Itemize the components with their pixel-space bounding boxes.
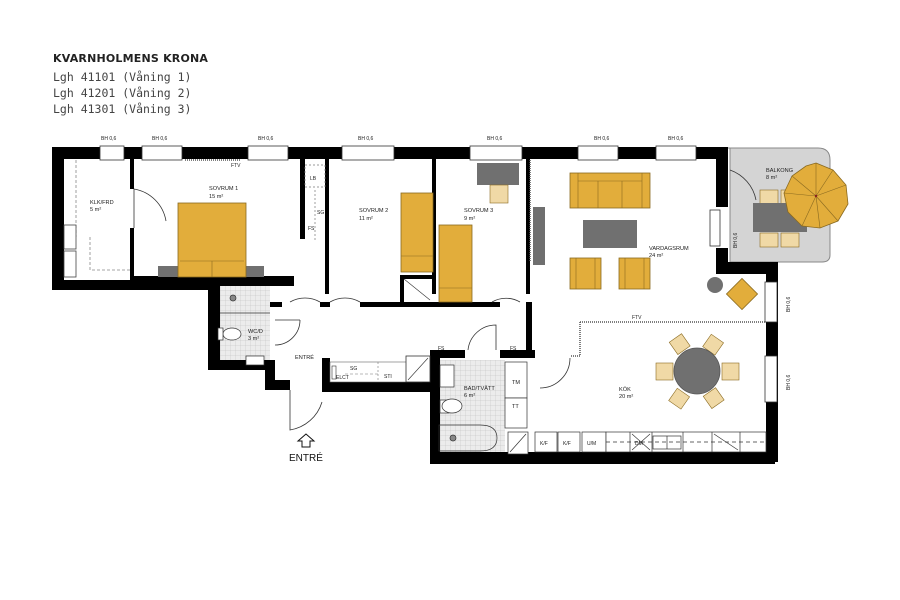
storage-cabinet xyxy=(403,278,431,301)
room-bad-area: 6 m² xyxy=(464,393,475,399)
fs-label-bath-left: FS xyxy=(438,346,445,352)
room-sovrum1-name: SOVRUM 1 xyxy=(209,186,238,192)
svg-text:BH 0,6: BH 0,6 xyxy=(487,136,503,142)
closet-outline xyxy=(75,160,130,271)
room-wcd-name: WC/D xyxy=(248,329,263,335)
svg-text:BH 0,6: BH 0,6 xyxy=(101,136,117,142)
kitchen-counter xyxy=(534,431,767,453)
sovrum2-closet xyxy=(304,164,326,242)
sg-label-sovrum2: SG xyxy=(317,210,324,216)
doors xyxy=(133,169,757,431)
armchair-right xyxy=(618,257,651,290)
room-sovrum2-name: SOVRUM 2 xyxy=(359,208,388,214)
coffee-table xyxy=(583,220,637,248)
svg-text:BH 0,6: BH 0,6 xyxy=(786,374,792,390)
unit-label-1: Lgh 41101 (Våning 1) xyxy=(53,70,192,84)
room-wcd-area: 3 m² xyxy=(248,336,259,342)
kf-label-2: K/F xyxy=(563,441,571,447)
svg-text:BH 0,6: BH 0,6 xyxy=(668,136,684,142)
unit-label-3: Lgh 41301 (Våning 3) xyxy=(53,102,192,116)
room-klkfrd-area: 5 m² xyxy=(90,207,101,213)
svg-text:BH 0,6: BH 0,6 xyxy=(733,232,739,248)
tv-panel xyxy=(533,207,545,265)
svg-text:BH 0,6: BH 0,6 xyxy=(152,136,168,142)
room-bad-name: BAD/TVÄTT xyxy=(464,385,495,392)
windows-top xyxy=(99,145,778,403)
lounge-chair xyxy=(725,277,759,311)
ftv-label-sovrum1: FTV xyxy=(231,163,241,169)
desk-chair xyxy=(489,184,509,204)
room-vardagsrum-name: VARDAGSRUM xyxy=(649,246,689,252)
svg-text:BH 0,6: BH 0,6 xyxy=(258,136,274,142)
room-sovrum2-area: 11 m² xyxy=(359,216,373,222)
parasol xyxy=(783,162,849,229)
unit-label-2: Lgh 41201 (Våning 2) xyxy=(53,86,192,100)
room-sovrum1-area: 15 m² xyxy=(209,194,223,200)
room-sovrum3-name: SOVRUM 3 xyxy=(464,208,493,214)
entrance-label: ENTRÉ xyxy=(289,451,323,464)
sofa xyxy=(569,172,651,209)
wcd-tile-floor xyxy=(218,284,270,368)
room-balkong-name: BALKONG xyxy=(766,168,793,174)
room-labels: KLK/FRD 5 m² SOVRUM 1 15 m² SOVRUM 2 11 … xyxy=(90,168,793,400)
dining-table xyxy=(673,347,721,395)
room-entre-name: ENTRÉ xyxy=(295,354,314,361)
dining-chairs xyxy=(655,333,740,410)
tt-label: TT xyxy=(512,404,519,410)
title-block: KVARNHOLMENS KRONA Lgh 41101 (Våning 1) … xyxy=(53,52,208,117)
single-bed-sovrum3 xyxy=(438,224,473,303)
room-sovrum3-area: 9 m² xyxy=(464,216,475,222)
fs-label-sovrum2: FS xyxy=(308,226,315,232)
armchair-left xyxy=(569,257,602,290)
svg-text:BH 0,6: BH 0,6 xyxy=(358,136,374,142)
tm-label: TM xyxy=(512,380,520,386)
wc-fixtures xyxy=(217,294,270,366)
room-klkfrd-name: KLK/FRD xyxy=(90,200,114,206)
room-balkong-area: 8 m² xyxy=(766,175,777,181)
desk xyxy=(477,163,519,185)
closet-cabinets xyxy=(63,224,77,278)
single-bed-sovrum2 xyxy=(400,192,434,273)
fs-label-bath-right: FS xyxy=(510,346,517,352)
project-title: KVARNHOLMENS KRONA xyxy=(53,52,209,65)
room-kok-area: 20 m² xyxy=(619,394,633,400)
room-kok-name: KÖK xyxy=(619,386,631,393)
sti-label: STI xyxy=(384,374,392,380)
window-labels: BH 0,6 BH 0,6 BH 0,6 BH 0,6 BH 0,6 BH 0,… xyxy=(101,136,792,390)
ftv-label-kitchen: FTV xyxy=(632,315,642,321)
sg-label-entre: SG xyxy=(350,366,357,372)
elct-label: ELCT xyxy=(336,375,349,381)
svg-text:BH 0,6: BH 0,6 xyxy=(594,136,610,142)
entrance-closet xyxy=(329,355,431,383)
double-bed xyxy=(158,202,264,278)
svg-text:BH 0,6: BH 0,6 xyxy=(786,296,792,312)
um-label: U/M xyxy=(587,441,596,447)
dm-label: DM xyxy=(635,441,643,447)
entrance-arrow-icon xyxy=(296,433,316,448)
kf-label-1: K/F xyxy=(540,441,548,447)
bath-fixtures xyxy=(438,361,529,455)
room-vardagsrum-area: 24 m² xyxy=(649,253,663,259)
ftv-markers xyxy=(185,159,766,357)
lb-label: LB xyxy=(310,176,317,182)
side-table xyxy=(707,277,723,293)
